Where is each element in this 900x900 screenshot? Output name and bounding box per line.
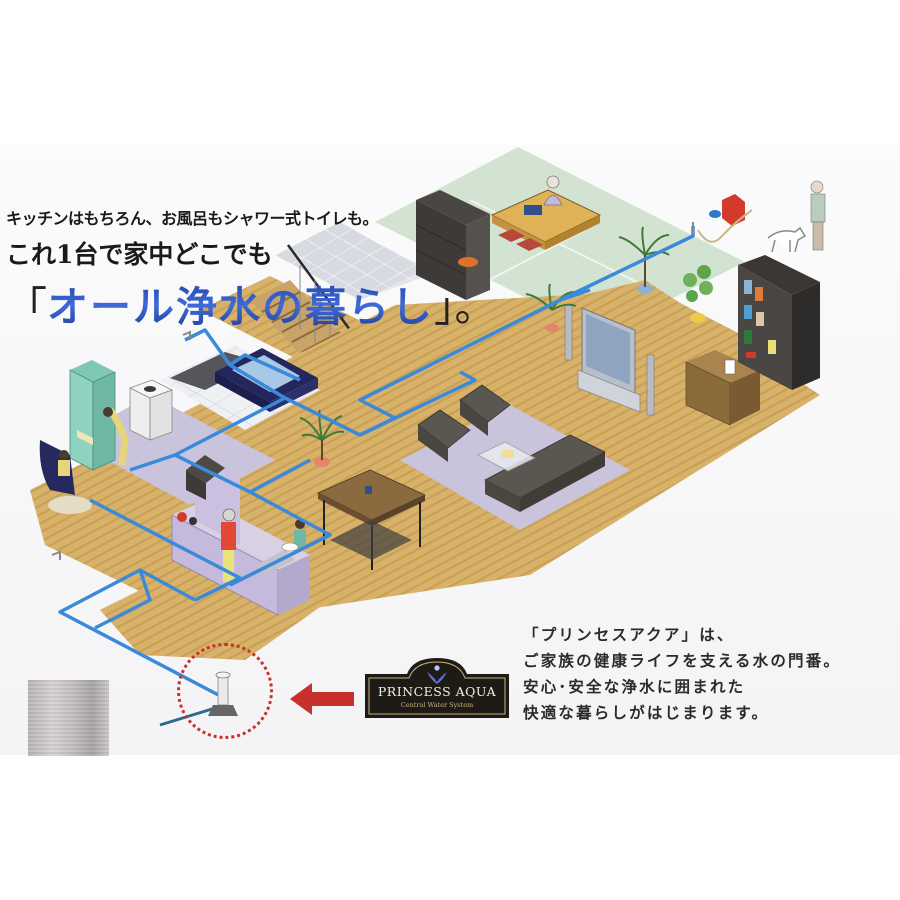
headline-main: 「 オール浄水の暮らし 」。 (6, 273, 496, 333)
logo-name: PRINCESS AQUA (377, 684, 497, 699)
close-bracket: 」。 (434, 283, 496, 331)
description-block: 「プリンセスアクア」は、 ご家族の健康ライフを支える水の門番。 安心･安全な浄水… (523, 622, 841, 726)
headline-block: キッチンはもちろん、お風呂もシャワー式トイレも。 これ1台で家中どこでも 「 オ… (6, 205, 496, 333)
logo-emblem (365, 658, 509, 718)
princess-aqua-logo: PRINCESS AQUA Central Water System (363, 656, 511, 720)
dining-table (317, 469, 426, 570)
water-splash-icon (427, 665, 447, 684)
description-line: ご家族の健康ライフを支える水の門番。 (523, 652, 842, 670)
description-line: 安心･安全な浄水に囲まれた (523, 678, 746, 696)
kitchen (171, 450, 310, 616)
open-bracket: 「 (6, 283, 47, 331)
filter-cartridge-photo (28, 680, 109, 756)
description-line: 快適な暮らしがはじまります。 (523, 704, 770, 722)
vanity (69, 360, 129, 471)
headline-sub: キッチンはもちろん、お風呂もシャワー式トイレも。 (6, 209, 379, 228)
logo-tagline: Central Water System (400, 701, 474, 709)
bathtub (170, 348, 318, 412)
plant (683, 265, 713, 323)
headline-emphasis: オール浄水の暮らし (47, 273, 434, 333)
headline-line2: これ1台で家中どこでも (6, 240, 273, 269)
plant (618, 226, 670, 294)
plant (525, 283, 577, 332)
highlight-circle (177, 643, 273, 739)
tv-set (564, 304, 655, 416)
toilet (39, 440, 92, 514)
storage-cabinet (415, 190, 490, 300)
sofa-set (417, 384, 606, 512)
description-line: 「プリンセスアクア」は、 (523, 626, 735, 644)
arrow-left-icon (290, 683, 354, 715)
study (685, 255, 820, 426)
faucet-icons (51, 222, 694, 560)
water-pipes (58, 226, 695, 702)
garden (697, 180, 826, 253)
washing-machine (128, 379, 174, 441)
